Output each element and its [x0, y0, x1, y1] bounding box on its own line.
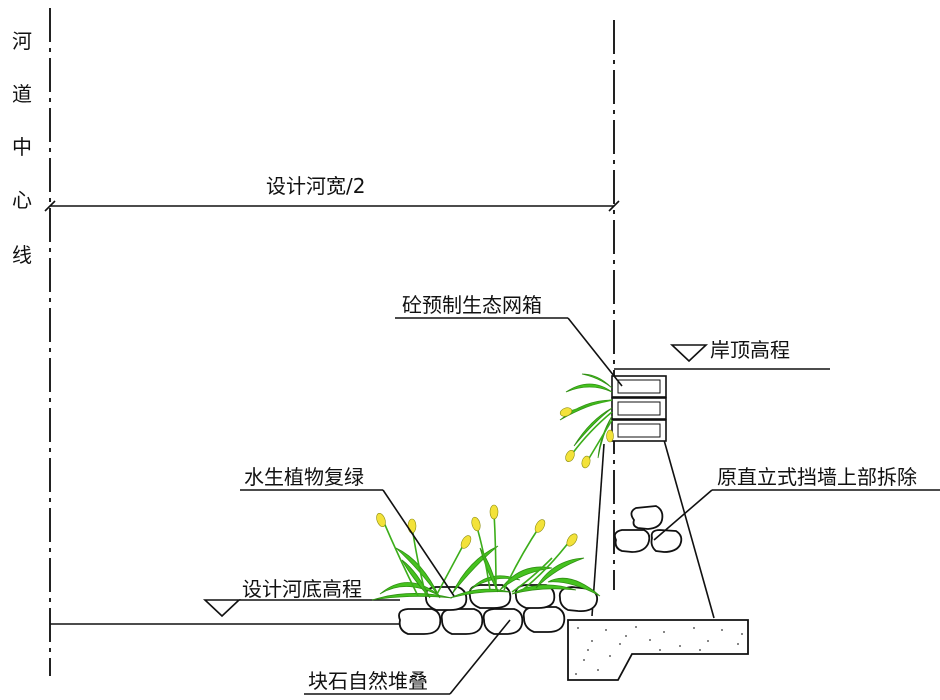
plant-leaf [449, 588, 511, 599]
plant-stem [567, 399, 613, 413]
plant-leaf [547, 577, 601, 597]
plant-flower [565, 450, 575, 462]
plant-leaf [565, 383, 613, 393]
wall-removal-callout: 原直立式挡墙上部拆除 [653, 465, 940, 541]
eco-cage-label: 砼预制生态网箱 [402, 293, 542, 317]
stone-bottom-2 [440, 608, 484, 635]
stone-bottom-1 [398, 608, 442, 635]
wall-front-face [591, 443, 605, 617]
plant-leaf [511, 584, 577, 595]
plant-flower [376, 512, 386, 528]
plant-leaf [451, 545, 499, 595]
eco-cage-1 [611, 375, 667, 398]
stone-pile-label: 块石自然堆叠 [308, 669, 428, 693]
stone-bottom-3 [482, 608, 524, 635]
plant-leaf [581, 373, 613, 389]
wall-removal-label: 原直立式挡墙上部拆除 [717, 465, 917, 489]
eco-cage-3-inner [617, 423, 661, 438]
stone-removed-3 [650, 529, 683, 553]
eco-cage-stack [611, 375, 667, 442]
centerline-label: 河 道 中 心 线 [12, 29, 32, 267]
eco-cage-leader [567, 317, 623, 387]
plant-flower [581, 455, 591, 469]
removed-wall-stones [613, 505, 683, 553]
centerline-char-2: 道 [12, 82, 32, 106]
wall-back-slope [663, 439, 715, 619]
eco-cage-3 [611, 419, 667, 442]
plant-leaf [573, 407, 613, 447]
stone-pile-callout: 块石自然堆叠 [304, 619, 511, 695]
plant-leaf [535, 557, 585, 589]
dimension-tick-left [44, 200, 56, 212]
plant-flower [559, 407, 573, 417]
aquatic-plants-callout: 水生植物复绿 [240, 465, 455, 597]
wall-removal-leader [653, 489, 713, 541]
stone-removed-2 [613, 529, 651, 553]
centerline-char-4: 心 [12, 188, 32, 212]
riverbed-elevation-marker: 设计河底高程 [202, 577, 400, 618]
width-dimension: 设计河宽/2 [44, 174, 620, 212]
plant-stem [571, 411, 613, 455]
dimension-tick-right [608, 200, 620, 212]
bank-top-elevation-marker: 岸顶高程 [614, 338, 830, 370]
plant-flower [489, 504, 499, 520]
plant-stem [381, 517, 419, 597]
bank-top-label: 岸顶高程 [710, 338, 790, 362]
riverbed-label: 设计河底高程 [242, 577, 362, 601]
centerline-char-1: 河 [12, 29, 32, 53]
centerline-char-3: 中 [12, 135, 32, 159]
centerline-char-5: 线 [12, 243, 32, 267]
plant-leaf [371, 593, 453, 601]
stone-bottom-4 [522, 606, 566, 633]
dimension-label: 设计河宽/2 [266, 174, 365, 198]
plant-flower [566, 533, 578, 547]
concrete-foundation [567, 619, 749, 681]
eco-cage-callout: 砼预制生态网箱 [395, 293, 623, 387]
plant-flower [534, 519, 546, 533]
plant-flower [407, 518, 417, 534]
plant-leaf [379, 582, 441, 597]
plant-flower [460, 535, 472, 549]
aquatic-plants-leader [382, 489, 455, 597]
stone-removed-1 [630, 505, 664, 530]
aquatic-plants [371, 504, 601, 601]
cage-plants [559, 373, 614, 469]
plant-stem [511, 557, 553, 593]
foundation-outline [567, 619, 749, 681]
plant-flower [471, 516, 481, 532]
plant-leaf [395, 547, 441, 599]
aquatic-plants-label: 水生植物复绿 [244, 465, 364, 489]
plant-stem [587, 419, 613, 461]
riverbed-elevation-triangle-icon [202, 599, 242, 618]
bank-top-triangle-icon [669, 344, 709, 363]
foundation-speckles [575, 626, 743, 675]
eco-cage-2 [611, 397, 667, 420]
eco-cage-2-inner [617, 401, 661, 416]
eco-cage-1-inner [617, 379, 661, 394]
stone-pile-leader [449, 619, 511, 695]
plant-leaf [469, 575, 521, 591]
plant-leaf [401, 559, 431, 599]
plant-flower [606, 429, 614, 443]
